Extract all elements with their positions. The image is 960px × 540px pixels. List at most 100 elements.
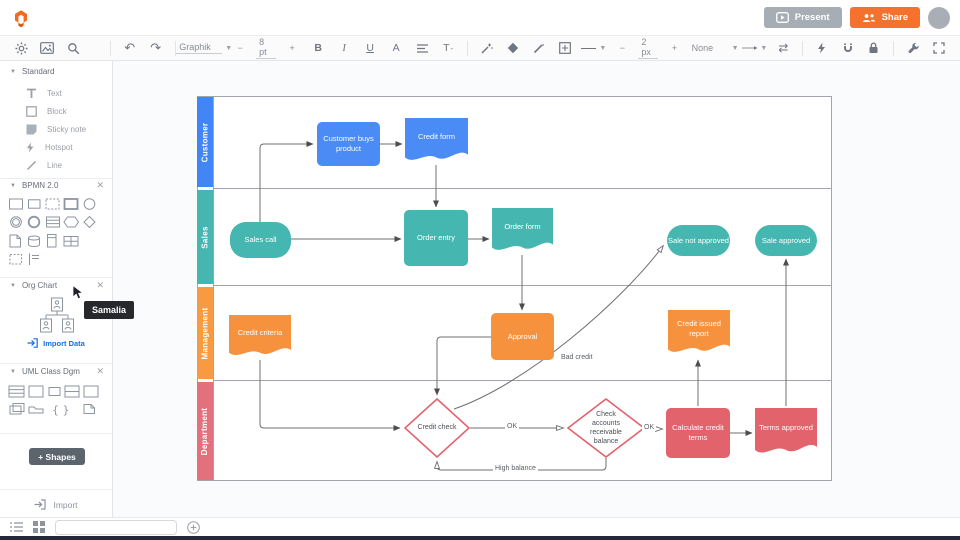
more-shapes-button[interactable]: + Shapes xyxy=(29,448,85,465)
bold-button[interactable]: B xyxy=(314,42,322,54)
bpmn-shape-grid[interactable] xyxy=(8,197,104,271)
diagram-canvas[interactable]: Customer Sales Management Department Cus… xyxy=(113,61,960,517)
search-icon[interactable] xyxy=(60,38,86,58)
lane-header-department[interactable]: Department xyxy=(197,382,213,480)
text-options-button[interactable]: T- xyxy=(443,42,454,54)
section-org-chart[interactable]: ▼ Org Chart ✕ xyxy=(10,280,104,291)
chevron-down-icon: ▼ xyxy=(225,44,233,52)
format-toolbar: ↶ ↷ Graphik ▼ − 8 pt + B I U A T- ▼ − xyxy=(0,36,960,61)
line-width-increase[interactable]: + xyxy=(671,43,677,53)
section-title: BPMN 2.0 xyxy=(21,181,59,190)
node-check-accounts-receivable-balance[interactable]: Check accounts receivable balance xyxy=(567,398,645,458)
chevron-down-icon: ▼ xyxy=(760,44,768,52)
node-order-entry[interactable]: Order entry xyxy=(404,210,468,266)
font-size-field[interactable]: 8 pt xyxy=(253,37,279,59)
svg-text:{ }: { } xyxy=(52,404,70,417)
lane-header-management[interactable]: Management xyxy=(197,287,213,379)
edge-label-bad-credit[interactable]: Bad credit xyxy=(559,354,595,361)
section-title: UML Class Dgm xyxy=(21,367,80,376)
shape-line[interactable]: Line xyxy=(26,158,62,172)
shape-library-panel: ▼ Standard Text Block Sticky note Hotspo… xyxy=(0,61,135,517)
arrowhead-select[interactable]: ▼ xyxy=(739,38,771,58)
people-icon xyxy=(862,13,875,22)
present-button[interactable]: Present xyxy=(763,7,842,28)
close-icon[interactable]: ✕ xyxy=(96,280,104,290)
font-color-button[interactable]: A xyxy=(392,42,400,54)
table-icon[interactable] xyxy=(552,38,578,58)
node-sale-not-approved[interactable]: Sale not approved xyxy=(667,225,730,256)
line-color-icon[interactable] xyxy=(526,38,552,58)
magic-wand-icon[interactable] xyxy=(474,38,500,58)
chevron-down-icon: ▼ xyxy=(599,44,607,52)
lucidchart-logo-icon[interactable] xyxy=(10,7,32,29)
line-style-select[interactable]: ▼ xyxy=(578,38,610,58)
page-grid-icon[interactable] xyxy=(33,521,45,533)
close-icon[interactable]: ✕ xyxy=(96,180,104,190)
section-bpmn[interactable]: ▼ BPMN 2.0 ✕ xyxy=(10,180,104,191)
lane-header-customer[interactable]: Customer xyxy=(197,97,213,187)
font-size-value: 8 pt xyxy=(256,37,277,59)
redo-icon[interactable]: ↷ xyxy=(150,40,162,55)
text-align-button[interactable] xyxy=(409,38,435,58)
edge-label-high-balance[interactable]: High balance xyxy=(493,465,538,472)
font-family-select[interactable]: Graphik ▼ xyxy=(176,38,232,58)
node-credit-form[interactable]: Credit form xyxy=(405,118,468,165)
font-size-decrease[interactable]: − xyxy=(237,43,243,53)
node-customer-buys-product[interactable]: Customer buys product xyxy=(317,122,380,166)
import-icon xyxy=(34,499,47,510)
font-size-increase[interactable]: + xyxy=(289,43,295,53)
node-calculate-credit-terms[interactable]: Calculate credit terms xyxy=(666,408,730,458)
swap-arrows-icon[interactable]: ⇄ xyxy=(778,41,789,55)
collapse-triangle-icon[interactable]: ▼ xyxy=(10,282,16,289)
import-data-link[interactable]: Import Data xyxy=(0,338,112,348)
line-width-decrease[interactable]: − xyxy=(619,43,625,53)
node-credit-check[interactable]: Credit check xyxy=(404,398,470,458)
fullscreen-icon[interactable] xyxy=(926,38,952,58)
node-approval[interactable]: Approval xyxy=(491,313,554,360)
fill-color-icon[interactable] xyxy=(500,38,526,58)
node-sales-call[interactable]: Sales call xyxy=(230,222,291,258)
section-title: Org Chart xyxy=(21,281,58,290)
shape-hotspot[interactable]: Hotspot xyxy=(26,140,73,154)
lock-icon[interactable] xyxy=(861,38,887,58)
edge-label-ok-2[interactable]: OK xyxy=(642,424,657,431)
italic-button[interactable]: I xyxy=(342,42,346,54)
lane-header-sales[interactable]: Sales xyxy=(197,190,213,284)
user-avatar[interactable] xyxy=(928,6,950,29)
theme-gear-icon[interactable] xyxy=(8,38,34,58)
page-tab[interactable] xyxy=(55,519,177,535)
section-standard[interactable]: ▼ Standard xyxy=(10,67,104,76)
collapse-triangle-icon[interactable]: ▼ xyxy=(10,68,16,75)
org-chart-shape[interactable] xyxy=(34,297,80,335)
shape-text[interactable]: Text xyxy=(26,86,62,100)
shape-sticky-note[interactable]: Sticky note xyxy=(26,122,86,136)
import-link[interactable]: Import xyxy=(0,499,112,510)
collapse-triangle-icon[interactable]: ▼ xyxy=(10,182,16,189)
node-order-form[interactable]: Order form xyxy=(492,208,553,255)
uml-shape-grid[interactable]: { } xyxy=(8,384,104,420)
collapse-triangle-icon[interactable]: ▼ xyxy=(10,368,16,375)
section-uml[interactable]: ▼ UML Class Dgm ✕ xyxy=(10,366,104,377)
add-page-icon[interactable] xyxy=(187,520,200,534)
edge-label-ok-1[interactable]: OK xyxy=(505,423,520,430)
magnet-snap-icon[interactable] xyxy=(835,38,861,58)
node-terms-approved[interactable]: Terms approved xyxy=(755,408,817,458)
connector-type-select[interactable]: None ▼ xyxy=(687,38,739,58)
node-credit-criteria[interactable]: Credit criteria xyxy=(229,315,291,360)
import-icon xyxy=(27,338,38,348)
underline-button[interactable]: U xyxy=(366,42,374,54)
bottom-accent-bar xyxy=(0,536,960,540)
hotspot-lightning-icon[interactable] xyxy=(809,38,835,58)
block-icon xyxy=(26,105,37,117)
share-button[interactable]: Share xyxy=(849,7,920,28)
undo-icon[interactable]: ↶ xyxy=(124,40,136,55)
node-sale-approved[interactable]: Sale approved xyxy=(755,225,817,256)
shape-block[interactable]: Block xyxy=(26,104,67,118)
node-credit-issued-report[interactable]: Credit issued report xyxy=(668,310,730,357)
insert-image-icon[interactable] xyxy=(34,38,60,58)
close-icon[interactable]: ✕ xyxy=(96,366,104,376)
line-width-field[interactable]: 2 px xyxy=(635,37,661,59)
swimlane-pool[interactable]: Customer Sales Management Department Cus… xyxy=(197,96,832,481)
page-list-icon[interactable] xyxy=(10,522,23,532)
wrench-settings-icon[interactable] xyxy=(900,38,926,58)
